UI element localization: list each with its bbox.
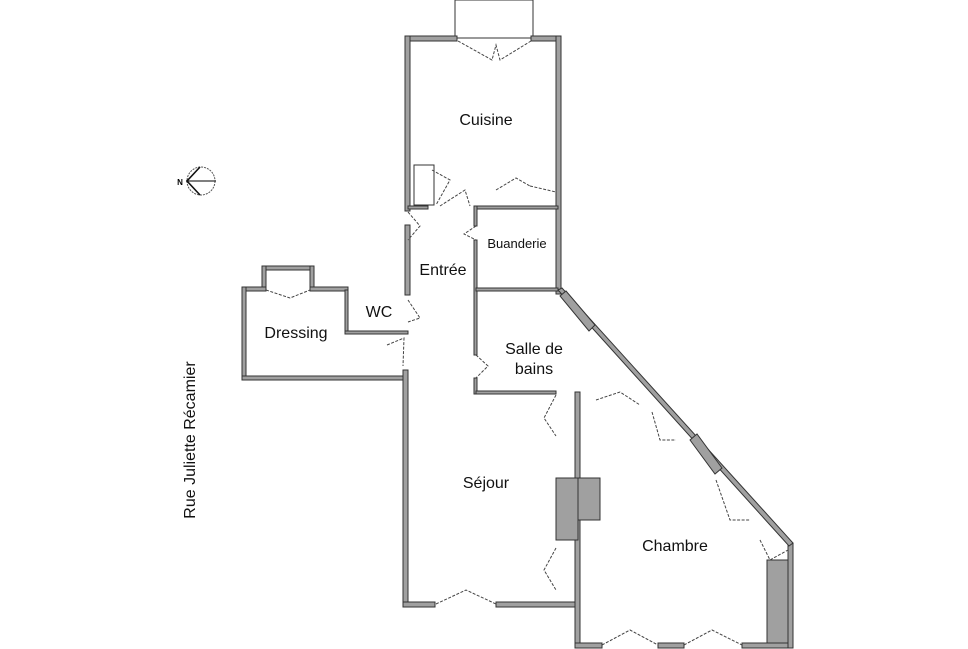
room-label-entree: Entrée: [419, 262, 466, 279]
compass-letter: N: [177, 178, 183, 187]
room-label-chambre: Chambre: [642, 538, 708, 555]
room-label-dressing: Dressing: [264, 325, 327, 342]
room-label-sejour: Séjour: [463, 475, 510, 492]
room-label-salle-de-bains-1: Salle de: [505, 341, 563, 358]
room-label-wc: WC: [366, 304, 393, 321]
balcony: [454, 0, 534, 39]
exterior-walls: [241, 35, 794, 649]
interior-walls: [344, 164, 601, 541]
north-compass-icon: [185, 166, 216, 196]
room-label-salle-de-bains-2: bains: [515, 361, 553, 378]
street-label: Rue Juliette Récamier: [182, 361, 199, 519]
room-label-buanderie: Buanderie: [487, 236, 546, 251]
doors: [265, 40, 789, 646]
room-label-cuisine: Cuisine: [459, 112, 512, 129]
